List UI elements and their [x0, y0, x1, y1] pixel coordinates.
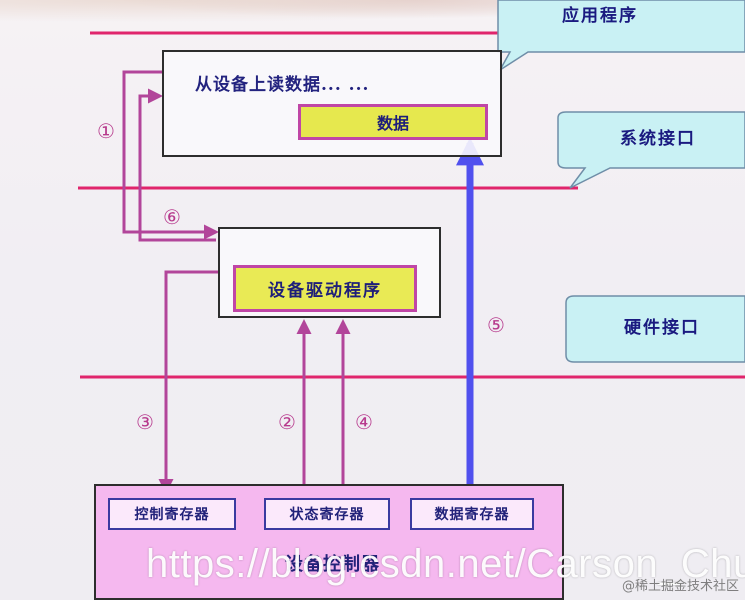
step-3-label: ③ [136, 410, 154, 434]
juejin-watermark: @稀土掘金技术社区 [621, 579, 739, 594]
step6-path [138, 88, 216, 242]
data-register: 数据寄存器 [410, 498, 534, 530]
control-register: 控制寄存器 [108, 498, 236, 530]
step-5-label: ⑤ [487, 313, 505, 337]
step1-path [122, 70, 219, 240]
system-interface-label: 系统接口 [620, 129, 696, 149]
step-1-label: ① [97, 119, 115, 143]
device-controller-title: 设备控制器 [285, 554, 380, 575]
step-2-label: ② [278, 410, 296, 434]
step3-path [158, 270, 218, 494]
data-buffer-label: 数据 [298, 104, 488, 140]
device-driver-label: 设备驱动程序 [233, 265, 417, 312]
step-4-label: ④ [355, 410, 373, 434]
system-interface-callout-shape [557, 111, 745, 189]
hardware-interface-callout-shape [565, 295, 745, 363]
application-task-text: 从设备上读数据... ... [195, 75, 370, 95]
step-6-label: ⑥ [163, 205, 181, 229]
csdn-watermark: https://blog.csdn.net/Carson_Chu [146, 542, 745, 586]
status-register: 状态寄存器 [264, 498, 390, 530]
application-layer-label: 应用程序 [562, 6, 638, 26]
hardware-interface-label: 硬件接口 [624, 318, 700, 338]
